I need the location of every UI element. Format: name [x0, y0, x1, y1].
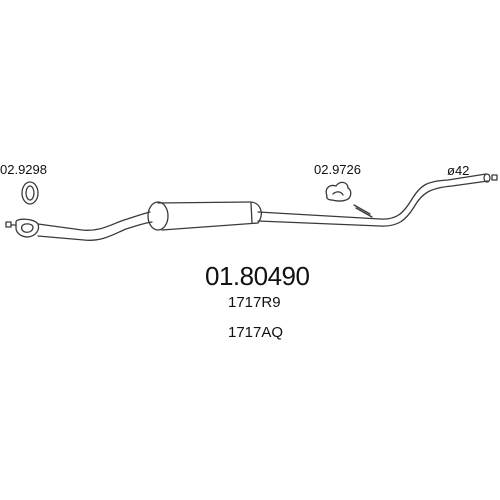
oem-reference: 1717R9 — [228, 294, 281, 311]
hanger-bracket — [353, 204, 373, 218]
hanger-part-number: 02.9726 — [314, 162, 361, 177]
gasket-part-number: 02.9298 — [0, 162, 47, 177]
oem-reference: 1717AQ — [228, 324, 284, 341]
muffler — [147, 201, 262, 231]
part-number: 01.80490 — [205, 261, 310, 291]
gasket-ring-icon — [21, 181, 39, 205]
rubber-hanger-icon — [325, 181, 352, 202]
rear-pipe — [257, 173, 498, 227]
pipe-diameter-label: ø42 — [447, 163, 470, 178]
front-flange — [5, 218, 40, 238]
front-pipe — [37, 211, 153, 241]
